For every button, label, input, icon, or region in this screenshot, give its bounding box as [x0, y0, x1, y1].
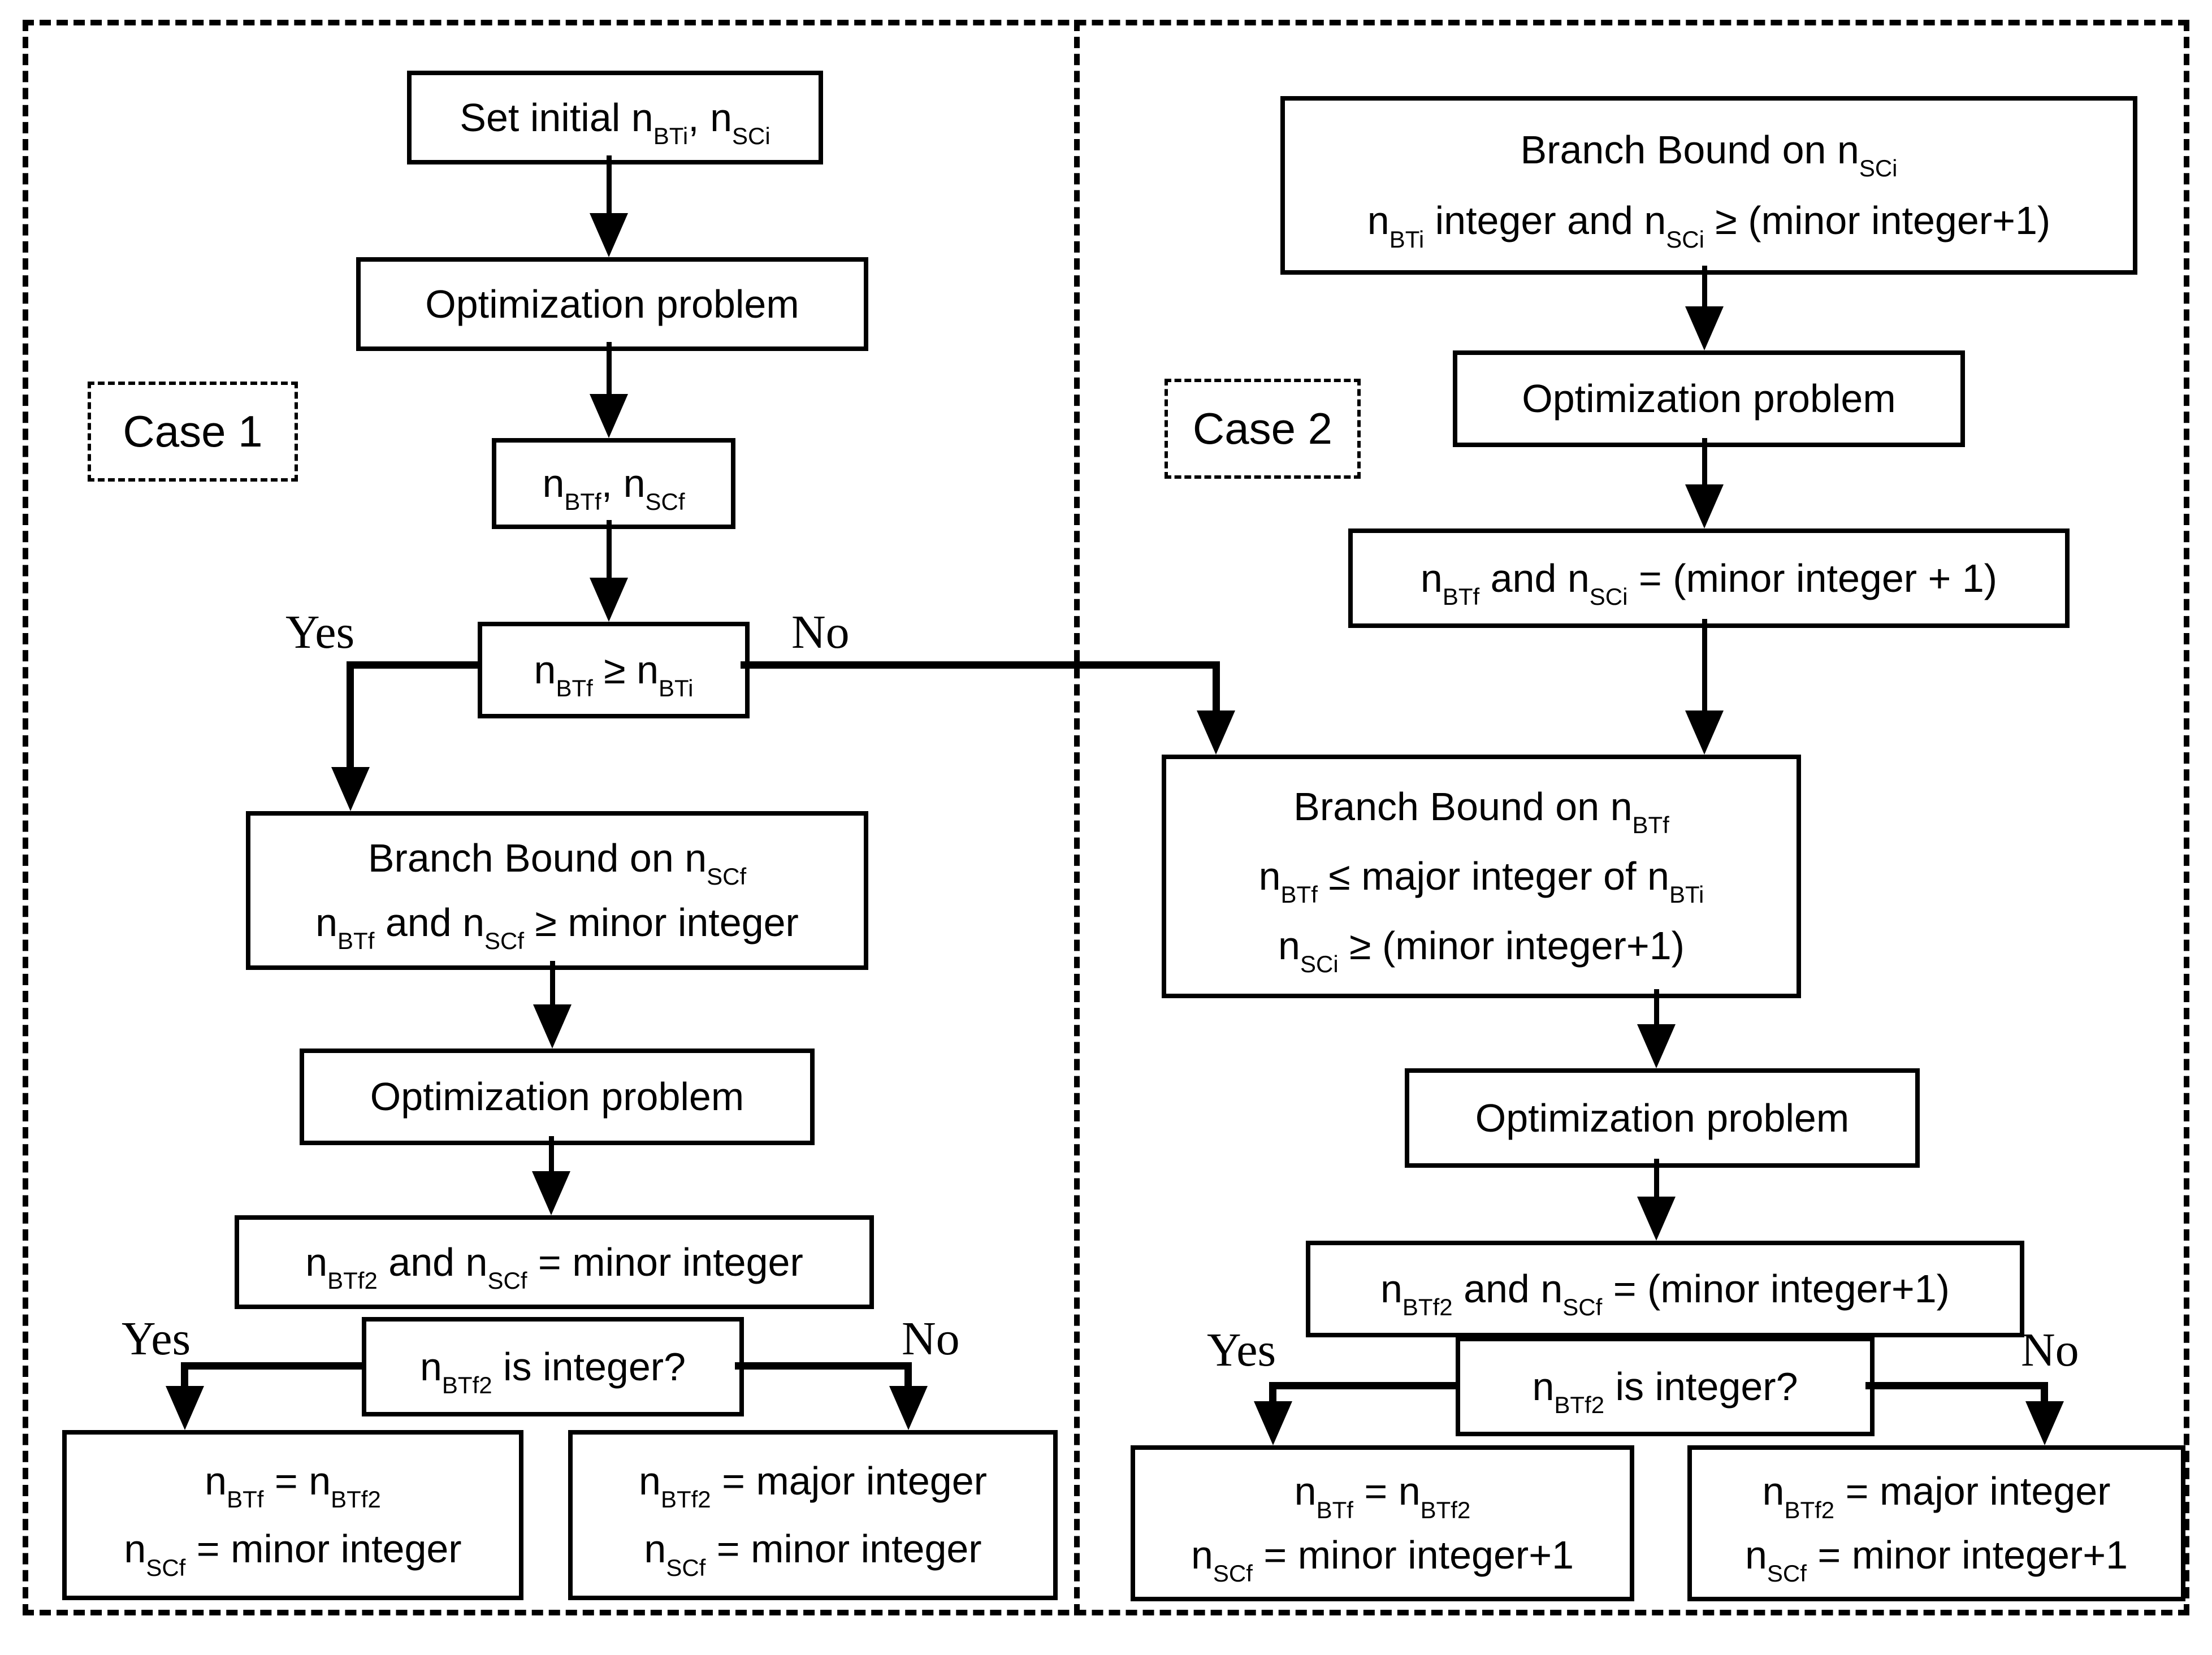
case2-decision-no-connector-h — [1865, 1382, 2048, 1389]
decision1-yes-connector-head — [331, 767, 370, 811]
case2-label-box: Case 2 — [1165, 379, 1361, 479]
node-decision-nbtf2-integer-case2: nBTf2 is integer? — [1456, 1337, 1875, 1436]
node-case2-result-integer: nBTf = nBTf2 nSCf = minor integer+1 — [1131, 1445, 1634, 1601]
node-case2-update1-text: nBTf and nSCi = (minor integer + 1) — [1420, 556, 1998, 610]
node-case2-result-integer-line2: nSCf = minor integer+1 — [1191, 1532, 1574, 1587]
decision1-no-connector-head — [1197, 710, 1235, 755]
decision2-no-label: No — [902, 1312, 960, 1365]
node-case1-optimization1-text: Optimization problem — [425, 281, 799, 326]
arrow-optimization2-to-update2-stem — [1654, 1159, 1659, 1197]
node-branch-bound-nscf-line2: nBTf and nSCf ≥ minor integer — [315, 900, 799, 955]
arrow-update1-to-bbbtf-head — [1685, 710, 1724, 755]
arrow-optimization1-to-results-stem — [607, 342, 612, 398]
node-case2-update1: nBTf and nSCi = (minor integer + 1) — [1348, 528, 2070, 628]
node-case2-optimization1-text: Optimization problem — [1522, 376, 1896, 421]
arrow-bbsci-to-optimization1-head — [1685, 306, 1724, 350]
node-case2-optimization2: Optimization problem — [1405, 1068, 1920, 1168]
node-case1-optimization2-text: Optimization problem — [370, 1075, 744, 1119]
case2-decision-no-connector-head — [2025, 1401, 2064, 1445]
node-case1-result-not-integer-line1: nBTf2 = major integer — [639, 1458, 987, 1513]
node-case1-optimization1: Optimization problem — [356, 257, 868, 351]
arrow-set-initial-to-optimization1-head — [590, 213, 628, 257]
arrow-bbbtf-to-optimization2-stem — [1654, 989, 1659, 1024]
decision2-yes-connector-head — [166, 1386, 204, 1430]
decision2-yes-label: Yes — [122, 1312, 191, 1365]
node-decision-nbtf-ge-nbti: nBTf ≥ nBTi — [478, 622, 750, 718]
arrow-optimization2-to-update2-head — [1637, 1197, 1676, 1241]
node-case2-optimization2-text: Optimization problem — [1475, 1095, 1850, 1140]
node-branch-bound-nbtf: Branch Bound on nBTf nBTf ≤ major intege… — [1162, 755, 1801, 998]
node-case2-optimization1: Optimization problem — [1453, 350, 1965, 447]
arrow-optimization1-to-update1-stem — [1702, 438, 1707, 484]
decision1-no-connector-h — [741, 661, 1220, 669]
node-decision-nbtf2-integer-case1-text: nBTf2 is integer? — [419, 1344, 686, 1398]
arrow-update1-to-bbbtf-stem — [1702, 619, 1707, 715]
node-case1-result-integer-line2: nSCf = minor integer — [124, 1527, 462, 1581]
decision2-yes-connector-h — [181, 1362, 362, 1370]
case1-label: Case 1 — [123, 406, 263, 456]
node-case1-result-integer-line1: nBTf = nBTf2 — [205, 1458, 381, 1513]
arrow-optimization1-to-results-head — [590, 394, 628, 438]
node-case1-optimization2: Optimization problem — [300, 1049, 815, 1145]
case2-decision-yes-connector-head — [1254, 1401, 1292, 1445]
case2-decision-yes-connector-h — [1269, 1382, 1456, 1389]
node-branch-bound-nscf-line1: Branch Bound on nSCf — [367, 836, 747, 890]
node-branch-bound-nbtf-line1: Branch Bound on nBTf — [1293, 785, 1669, 839]
node-branch-bound-nbtf-line3: nSCi ≥ (minor integer+1) — [1278, 924, 1685, 978]
arrow-branchbound-to-optimization2-head — [533, 1004, 572, 1049]
decision1-yes-connector-h — [347, 661, 478, 669]
case2-decision-no-connector-v — [2041, 1382, 2048, 1407]
arrow-results-to-decision1-stem — [607, 520, 612, 582]
arrow-set-initial-to-optimization1-stem — [607, 155, 612, 218]
node-decision-nbtf2-integer-case2-text: nBTf2 is integer? — [1532, 1364, 1798, 1418]
node-branch-bound-nbtf-line2: nBTf ≤ major integer of nBTi — [1258, 854, 1704, 908]
node-decision-nbtf-ge-nbti-text: nBTf ≥ nBTi — [534, 648, 694, 702]
arrow-branchbound-to-optimization2-stem — [550, 961, 555, 1009]
decision1-yes-connector-v — [347, 661, 354, 769]
case2-decision-yes-connector-v — [1269, 1382, 1276, 1407]
decision1-no-label: No — [791, 606, 850, 658]
node-case2-result-not-integer-line1: nBTf2 = major integer — [1762, 1469, 2111, 1523]
arrow-optimization2-to-update-head — [532, 1171, 570, 1215]
arrow-optimization2-to-update-stem — [549, 1136, 554, 1176]
node-branch-bound-nscf: Branch Bound on nSCf nBTf and nSCf ≥ min… — [246, 811, 868, 970]
node-branch-bound-nsci-line2: nBTi integer and nSCi ≥ (minor integer+1… — [1367, 198, 2051, 253]
node-case2-result-integer-line1: nBTf = nBTf2 — [1294, 1469, 1471, 1523]
node-decision-nbtf2-integer-case1: nBTf2 is integer? — [362, 1317, 744, 1416]
node-case2-result-not-integer-line2: nSCf = minor integer+1 — [1745, 1532, 2128, 1587]
outer-dashed-border — [23, 20, 2189, 1615]
node-case1-update-text: nBTf2 and nSCf = minor integer — [305, 1240, 803, 1294]
decision2-no-connector-head — [889, 1386, 928, 1430]
arrow-bbbtf-to-optimization2-head — [1637, 1024, 1676, 1068]
case2-decision-no-label: No — [2021, 1324, 2079, 1376]
decision1-no-connector-v — [1213, 661, 1220, 715]
case-divider-dashed-line — [1074, 20, 1080, 1615]
arrow-optimization1-to-update1-head — [1685, 484, 1724, 528]
node-branch-bound-nsci: Branch Bound on nSCi nBTi integer and nS… — [1280, 96, 2137, 275]
node-set-initial: Set initial nBTi, nSCi — [407, 71, 823, 164]
node-case1-result-not-integer: nBTf2 = major integer nSCf = minor integ… — [568, 1430, 1058, 1600]
node-set-initial-text: Set initial nBTi, nSCi — [460, 95, 770, 149]
node-case2-update2-text: nBTf2 and nSCf = (minor integer+1) — [1380, 1267, 1950, 1321]
case1-label-box: Case 1 — [88, 382, 298, 482]
node-case2-update2: nBTf2 and nSCf = (minor integer+1) — [1306, 1241, 2024, 1337]
case2-label: Case 2 — [1192, 404, 1333, 453]
node-case1-result-integer: nBTf = nBTf2 nSCf = minor integer — [62, 1430, 523, 1600]
arrow-bbsci-to-optimization1-stem — [1702, 266, 1707, 306]
node-case1-update: nBTf2 and nSCf = minor integer — [235, 1215, 874, 1309]
arrow-results-to-decision1-head — [590, 578, 628, 622]
node-case2-result-not-integer: nBTf2 = major integer nSCf = minor integ… — [1687, 1445, 2185, 1601]
node-case1-result-not-integer-line2: nSCf = minor integer — [644, 1527, 982, 1581]
case2-decision-yes-label: Yes — [1207, 1324, 1276, 1376]
node-result-vars: nBTf, nSCf — [492, 438, 735, 529]
node-branch-bound-nsci-line1: Branch Bound on nSCi — [1520, 127, 1898, 182]
decision1-yes-label: Yes — [285, 606, 355, 658]
decision2-no-connector-h — [735, 1362, 912, 1370]
node-result-vars-text: nBTf, nSCf — [542, 461, 685, 515]
